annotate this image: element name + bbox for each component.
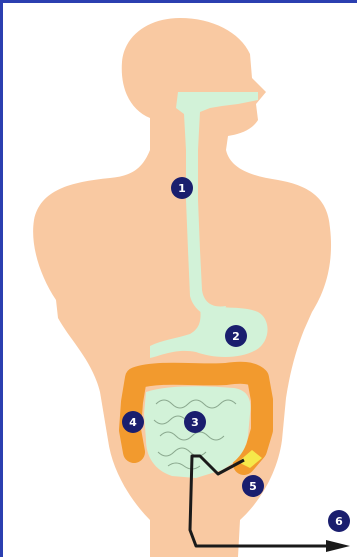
marker-3: 3 xyxy=(184,411,206,433)
marker-1: 1 xyxy=(171,177,193,199)
svg-text:6: 6 xyxy=(335,515,343,528)
svg-text:3: 3 xyxy=(191,416,199,429)
marker-5: 5 xyxy=(242,475,264,497)
marker-6: 6 xyxy=(328,510,350,532)
svg-text:4: 4 xyxy=(129,416,137,429)
marker-2: 2 xyxy=(225,325,247,347)
marker-4: 4 xyxy=(122,411,144,433)
svg-text:1: 1 xyxy=(178,182,186,195)
svg-text:5: 5 xyxy=(249,480,257,493)
endoscope-tip xyxy=(326,540,350,552)
svg-text:2: 2 xyxy=(232,330,240,343)
